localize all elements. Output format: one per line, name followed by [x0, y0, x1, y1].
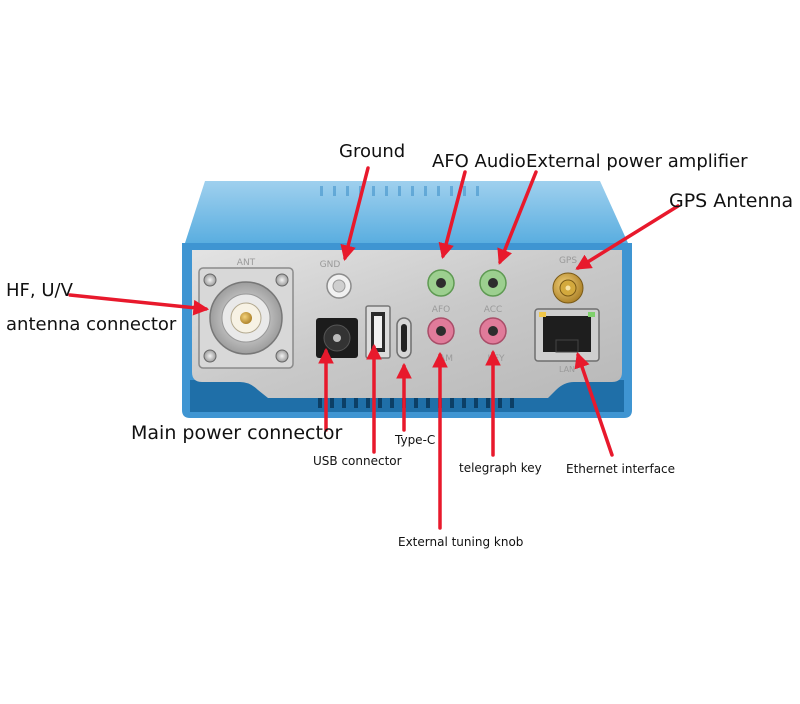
- case-top: [185, 181, 628, 243]
- ant-connector: [198, 267, 294, 369]
- am-jack: [427, 317, 455, 345]
- arrow-hf-uv: [68, 293, 210, 316]
- label-ethernet: Ethernet interface: [566, 462, 676, 476]
- label-type-c: Type-C: [395, 433, 436, 447]
- panel-label-acc: ACC: [484, 305, 503, 315]
- arrow-external-pa: [497, 170, 538, 265]
- panel-label-gnd: GND: [320, 260, 341, 270]
- type-c-port: [396, 317, 412, 359]
- arrow-ethernet: [574, 352, 614, 457]
- label-tuning-knob: External tuning knob: [398, 535, 524, 549]
- label-gps-antenna: GPS Antenna: [669, 190, 794, 212]
- panel-label-gps: GPS: [559, 256, 577, 266]
- label-usb: USB connector: [313, 454, 402, 468]
- panel-label-afo: AFO: [432, 305, 450, 315]
- panel-label-ant: ANT: [237, 258, 256, 268]
- label-afo-audio: AFO Audio: [432, 151, 526, 172]
- label-telegraph-key: telegraph key: [459, 461, 542, 475]
- label-external-pa: External power amplifier: [526, 151, 748, 172]
- arrow-afo-audio: [438, 170, 467, 260]
- panel-label-lan: LAN: [559, 365, 575, 374]
- lan-port: [534, 308, 600, 362]
- arrow-ground: [340, 166, 370, 262]
- panel-label-key: KEY: [487, 354, 505, 364]
- label-hf-uv-line2: antenna connector: [6, 314, 177, 335]
- gps-sma: [552, 272, 584, 304]
- label-main-power: Main power connector: [131, 422, 343, 444]
- afo-jack: [427, 269, 455, 297]
- usb-a-port: [365, 305, 391, 359]
- acc-jack: [479, 269, 507, 297]
- gnd-post: [326, 273, 352, 299]
- arrow-gps: [575, 204, 680, 270]
- power-jack: [316, 318, 358, 358]
- callout-arrows: [68, 166, 680, 530]
- label-ground: Ground: [339, 141, 406, 162]
- key-jack: [479, 317, 507, 345]
- label-hf-uv-line1: HF, U/V: [6, 280, 73, 301]
